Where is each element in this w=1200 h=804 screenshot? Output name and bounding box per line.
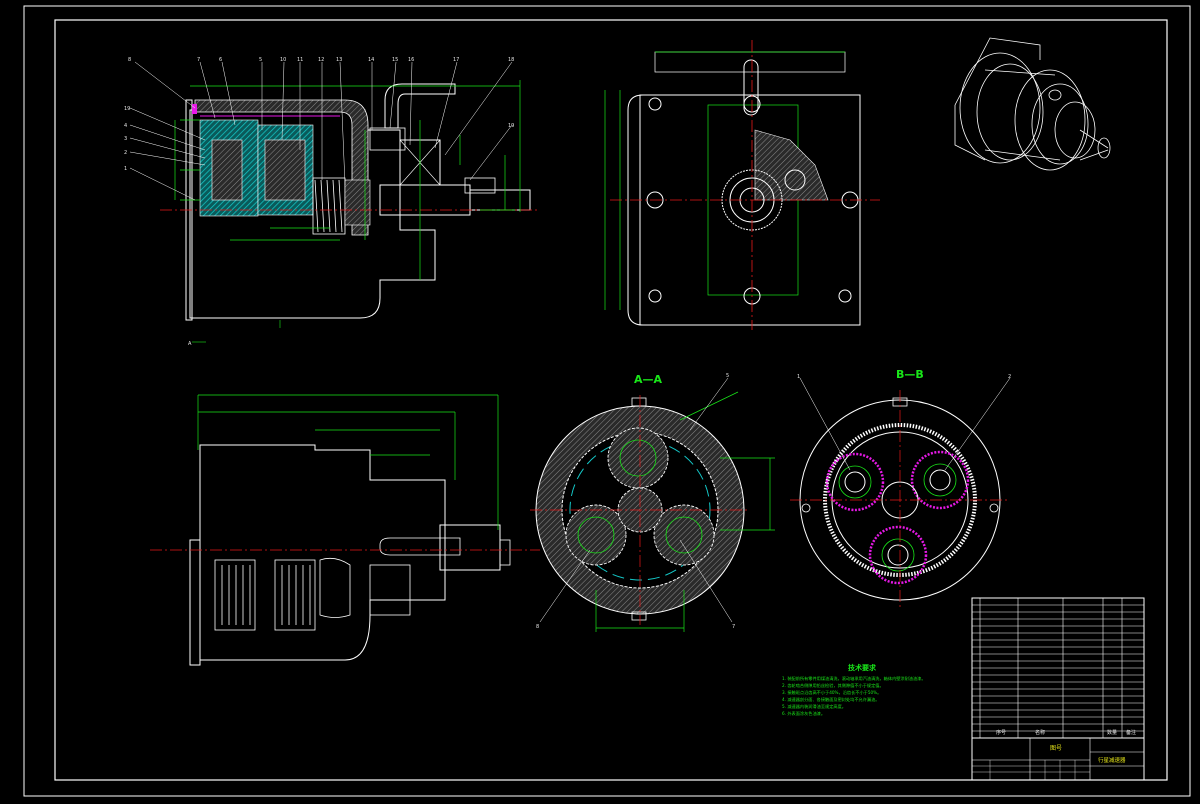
callout-left-2: 3: [124, 136, 127, 142]
title-block-mid: 图号: [1050, 745, 1062, 752]
callout-top-4: 10: [280, 57, 286, 63]
notes-line-3: 3. 接触斑点沿齿高不小于40%，沿齿长不小于50%。: [782, 689, 881, 696]
section-b-label: B—B: [896, 368, 924, 381]
isometric-view: [954, 37, 1111, 171]
callout-top-3: 5: [259, 57, 262, 63]
callout-top-0: 8: [128, 57, 131, 63]
bottom-side-view: [150, 394, 540, 666]
bom-header-qty: 数量: [1107, 729, 1117, 736]
outer-border: [23, 5, 1191, 797]
parts-list: 序号 名称 数量 备注: [971, 597, 1145, 739]
bom-header-name: 名称: [1035, 729, 1045, 736]
callout-top-1: 7: [197, 57, 200, 63]
notes-line-4: 4. 减速器剖分面、各接触面及密封处均不允许漏油。: [782, 696, 879, 703]
section-a-right-marker: 5: [726, 373, 729, 379]
callout-top-6: 12: [318, 57, 324, 63]
callout-top-9: 15: [392, 57, 398, 63]
notes-line-2: 2. 齿轮啮合侧隙用铅丝检验，其侧隙值不小于规定值。: [782, 682, 884, 689]
section-a-a: A—A: [530, 373, 775, 632]
notes-line-6: 6. 外表面涂灰色油漆。: [782, 710, 825, 717]
view-tag-bottom: A: [188, 341, 192, 347]
callout-top-2: 6: [219, 57, 222, 63]
section-a-label: A—A: [634, 373, 663, 386]
callout-top-8: 14: [368, 57, 374, 63]
notes-title: 技术要求: [848, 663, 877, 672]
bom-header-note: 备注: [1126, 729, 1136, 736]
top-left-section-view: 8 7 6 5 10 11 12 13 14 15 16 17 18 19 4 …: [124, 57, 540, 347]
section-a-bottom-left: 8: [536, 624, 539, 630]
callout-left-3: 2: [124, 150, 127, 156]
section-a-bottom-right: 7: [732, 624, 735, 630]
callout-left-1: 4: [124, 123, 127, 129]
title-block: 图号 行星减速器: [971, 737, 1145, 781]
inner-border: [54, 19, 1168, 781]
title-block-title: 行星减速器: [1098, 756, 1126, 764]
callout-top-5: 11: [297, 57, 303, 63]
callout-top-12: 18: [508, 57, 514, 63]
callout-top-11: 17: [453, 57, 459, 63]
callout-top-10: 16: [408, 57, 414, 63]
bom-header-seq: 序号: [996, 729, 1006, 736]
technical-notes: 技术要求 1. 装配前所有零件用煤油清洗，滚动轴承用汽油清洗，箱体内壁涂耐油油漆…: [782, 663, 926, 717]
callout-top-7: 13: [336, 57, 342, 63]
top-end-view: [604, 40, 880, 330]
section-b-right-marker: 2: [1008, 374, 1011, 380]
callout-left-0: 19: [124, 106, 130, 112]
callout-left-4: 1: [124, 166, 127, 172]
notes-line-1: 1. 装配前所有零件用煤油清洗，滚动轴承用汽油清洗，箱体内壁涂耐油油漆。: [782, 675, 926, 682]
section-b-b: B—B 1 2: [790, 368, 1011, 610]
callout-side: 19: [508, 123, 514, 129]
notes-line-5: 5. 减速器内装润滑油至规定高度。: [782, 703, 846, 710]
section-b-left-marker: 1: [797, 374, 800, 380]
